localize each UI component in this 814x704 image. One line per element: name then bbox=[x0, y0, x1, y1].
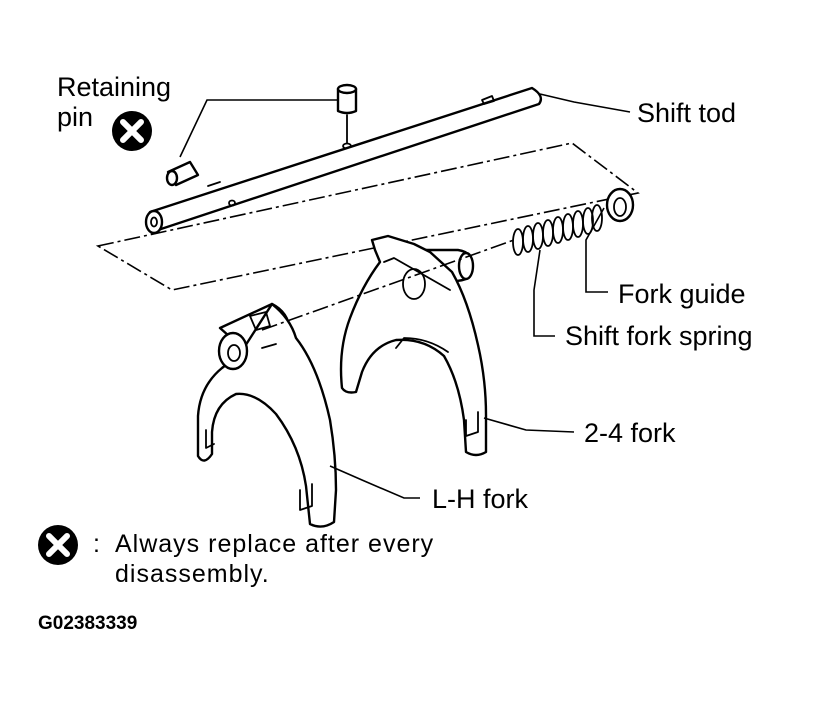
label-fork-2-4: 2-4 fork bbox=[584, 418, 676, 448]
x-circle-icon bbox=[112, 111, 152, 151]
fork-2-4-leader bbox=[483, 417, 575, 433]
fork-guide bbox=[605, 187, 635, 223]
label-fork-lh: L-H fork bbox=[432, 484, 529, 514]
retaining-pin-upper bbox=[336, 83, 358, 150]
retaining-pin-leaders bbox=[179, 86, 343, 158]
fork-lh bbox=[196, 302, 338, 528]
label-shift-rod: Shift tod bbox=[637, 98, 736, 128]
legend-text-line2: disassembly. bbox=[115, 560, 270, 588]
shift-fork-spring bbox=[512, 204, 603, 256]
figure-code: G02383339 bbox=[38, 613, 137, 634]
label-shift-fork-spring: Shift fork spring bbox=[565, 321, 753, 351]
fork-lh-leader bbox=[329, 465, 420, 499]
label-retaining-pin-line2: pin bbox=[57, 102, 93, 132]
shift-rod bbox=[144, 86, 543, 235]
legend-separator: : bbox=[93, 530, 101, 558]
fork-axis-line bbox=[261, 239, 515, 331]
fork-2-4 bbox=[339, 234, 488, 457]
shift-fork-spring-leader bbox=[533, 249, 555, 337]
legend-x-circle-icon bbox=[38, 525, 78, 565]
retaining-pin-lower bbox=[165, 160, 200, 187]
label-fork-guide: Fork guide bbox=[618, 279, 746, 309]
assembly-plane-outline bbox=[95, 142, 640, 291]
legend-text-line1: Always replace after every bbox=[115, 530, 434, 558]
shift-rod-leader bbox=[539, 93, 631, 113]
fork-guide-leader bbox=[585, 207, 608, 293]
label-retaining-pin-line1: Retaining bbox=[57, 72, 171, 102]
